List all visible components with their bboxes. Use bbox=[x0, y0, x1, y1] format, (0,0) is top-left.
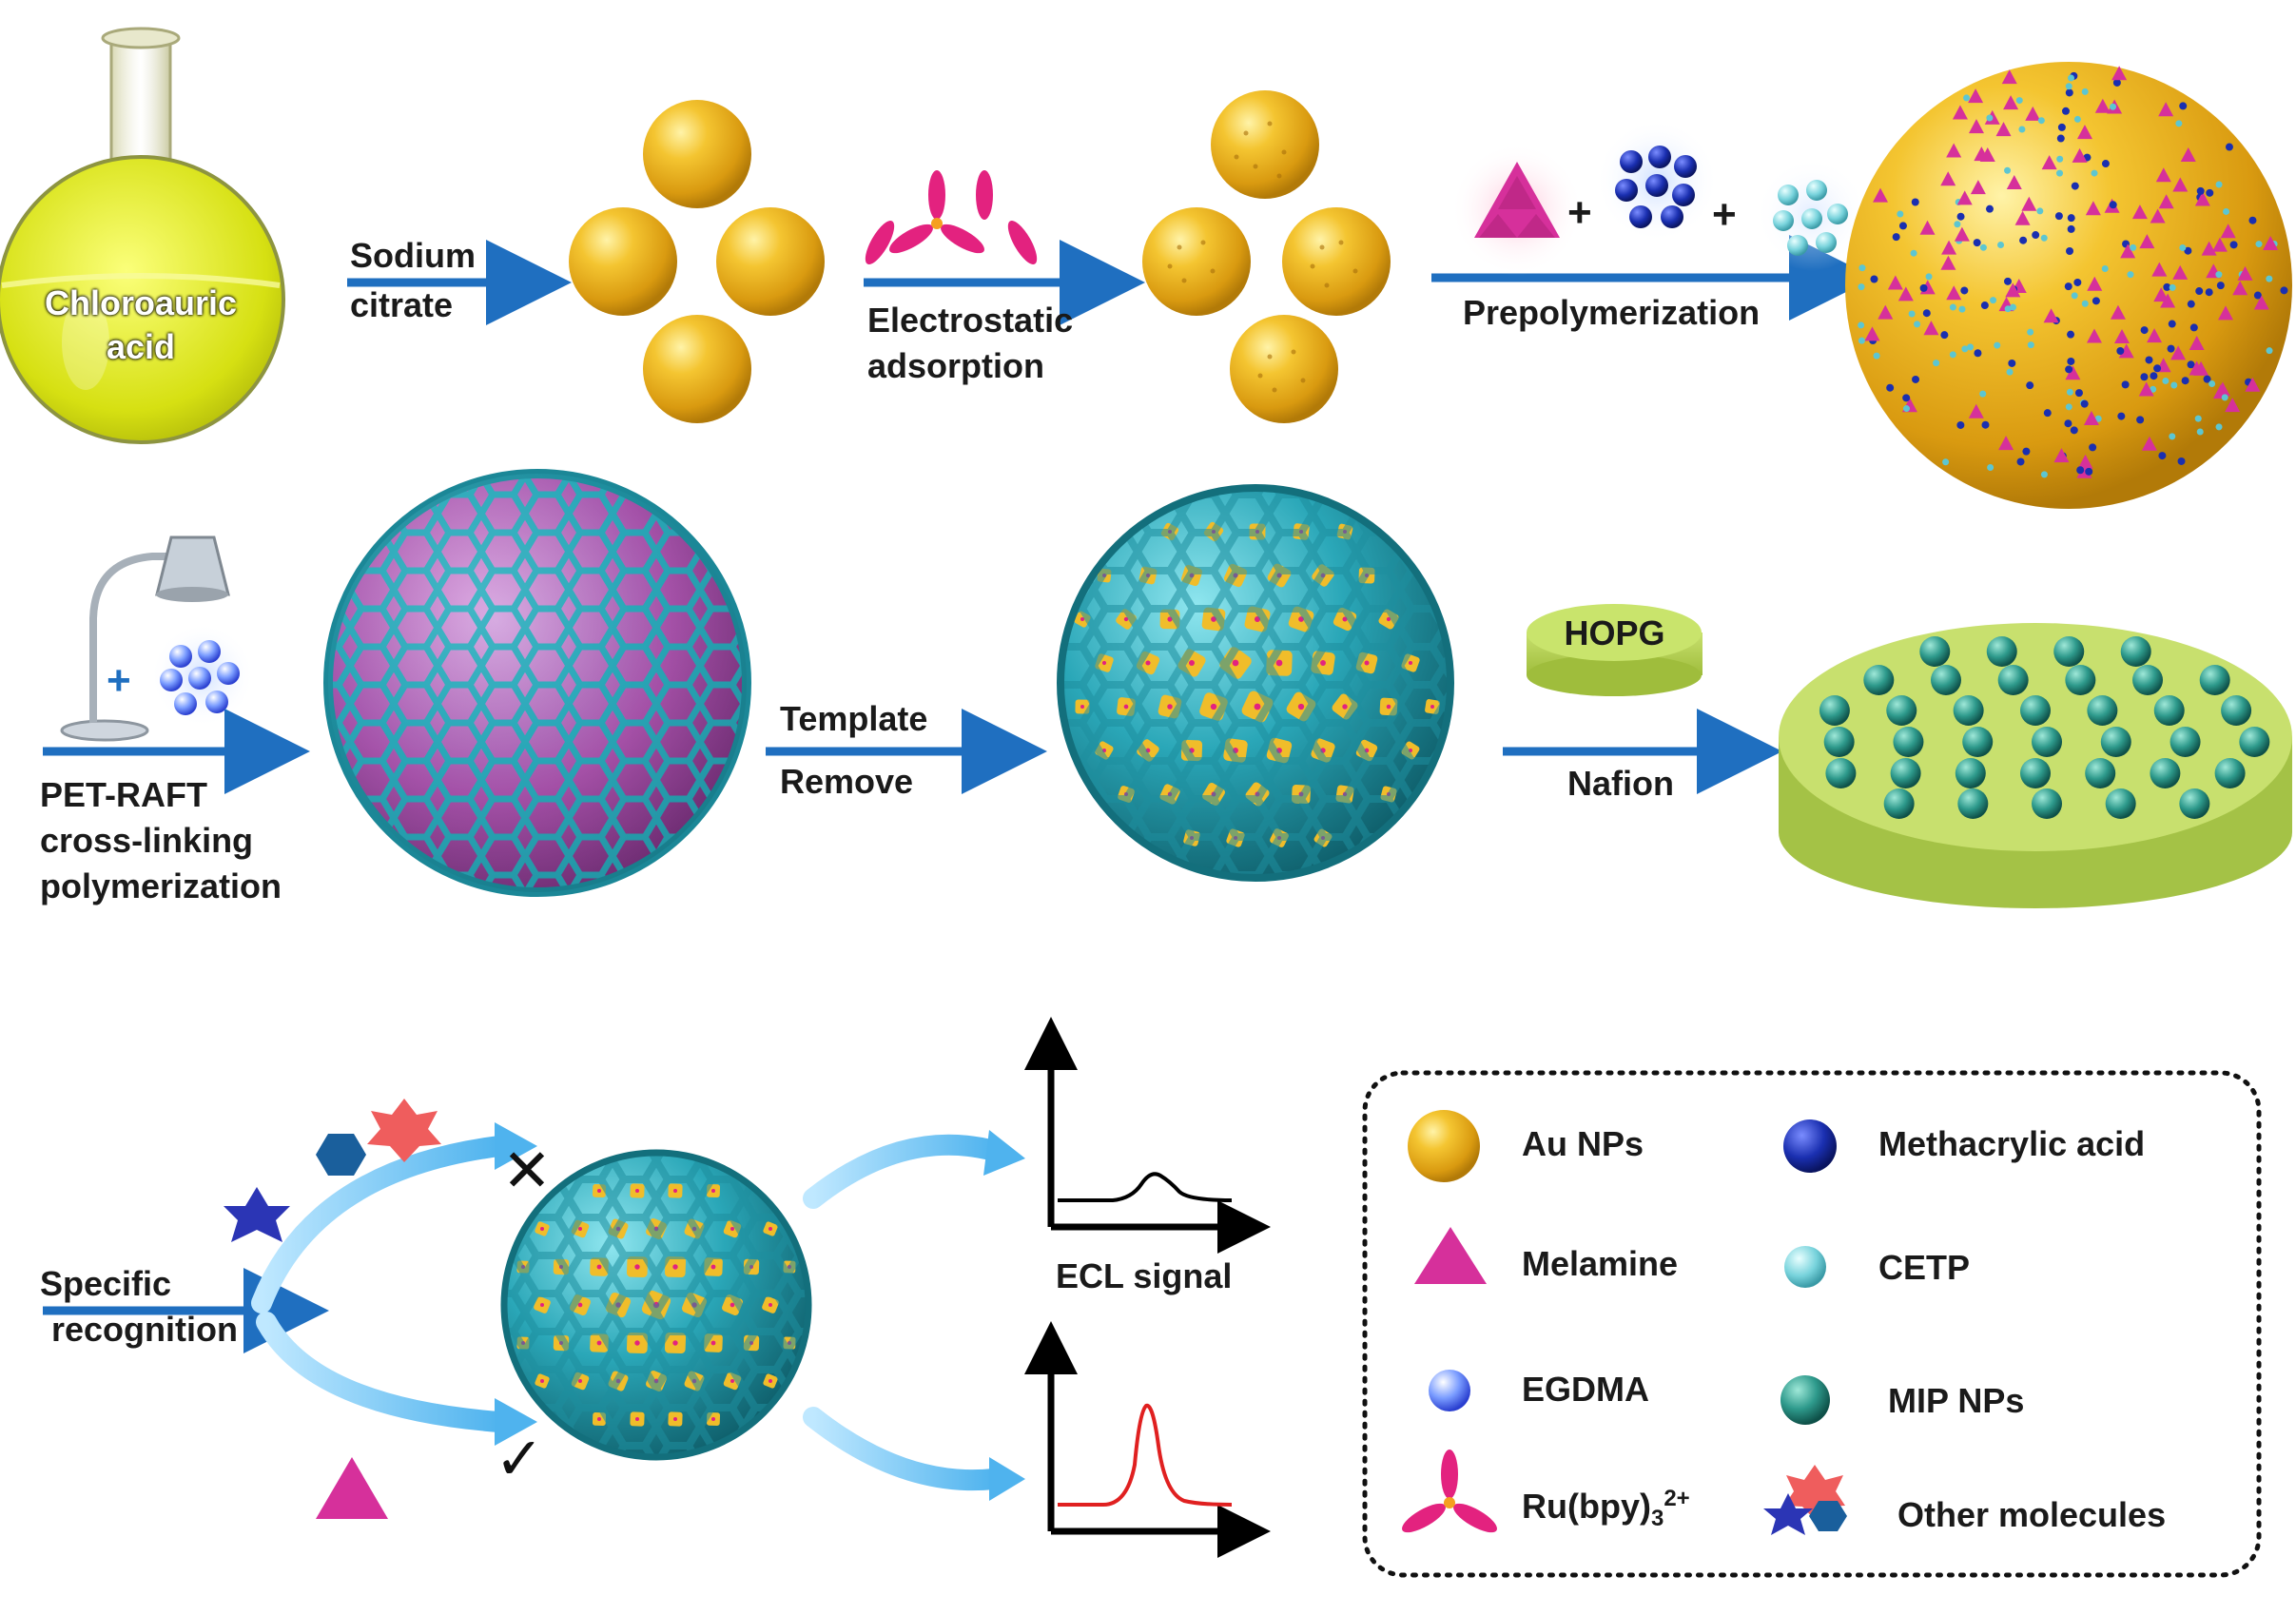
label-sodium-citrate: Sodium citrate bbox=[350, 236, 476, 324]
plus-sign-1: + bbox=[1567, 189, 1592, 236]
legend-cetp: CETP bbox=[1878, 1248, 1971, 1287]
ru-bpy-legend-icon bbox=[1402, 1450, 1497, 1533]
other-molecules-legend-icon bbox=[1763, 1465, 1847, 1535]
methacrylic-acid-legend-icon bbox=[1783, 1119, 1837, 1173]
melamine-halo-icon bbox=[1450, 143, 1584, 276]
interferent-hexagon-icon bbox=[316, 1134, 366, 1176]
ecl-plot-high bbox=[1024, 1321, 1271, 1558]
legend-mip-nps: MIP NPs bbox=[1888, 1381, 2025, 1420]
arrow-out-down bbox=[803, 1407, 1004, 1491]
check-mark: ✓ bbox=[495, 1424, 544, 1493]
flask-icon bbox=[0, 27, 285, 444]
arrow-out-up bbox=[803, 1134, 1004, 1209]
interferent-star-icon bbox=[224, 1187, 290, 1242]
au-nps-legend-icon bbox=[1408, 1110, 1480, 1182]
plus-sign-2: + bbox=[1712, 191, 1737, 238]
au-nps-cluster-plain bbox=[569, 100, 825, 423]
ecl-plot-low bbox=[1024, 1017, 1271, 1254]
mip-electrode bbox=[1779, 623, 2292, 908]
interferent-red-star-icon bbox=[367, 1099, 441, 1162]
prepolymerized-au-sphere bbox=[1845, 62, 2292, 509]
legend-au-nps: Au NPs bbox=[1522, 1124, 1644, 1163]
hopg-disk bbox=[1527, 604, 1703, 696]
egdma-cluster-icon bbox=[150, 623, 255, 728]
mip-sphere-template-removed bbox=[1057, 484, 1454, 882]
arrow-out-down-head bbox=[989, 1457, 1025, 1501]
legend-box bbox=[1362, 1070, 2262, 1578]
arrow-curve-up bbox=[251, 1136, 510, 1313]
egdma-legend-icon bbox=[1429, 1370, 1470, 1411]
arrow-curve-down-head bbox=[495, 1398, 537, 1446]
mip-nps-legend-icon bbox=[1780, 1375, 1830, 1425]
methacrylic-acid-halo-icon bbox=[1595, 119, 1719, 243]
label-hopg: HOPG bbox=[1564, 613, 1665, 652]
arrow-curve-down bbox=[256, 1312, 510, 1432]
cross-mark: ✕ bbox=[502, 1136, 552, 1205]
legend-melamine: Melamine bbox=[1522, 1244, 1679, 1283]
legend-egdma: EGDMA bbox=[1522, 1370, 1649, 1409]
arrow-curve-up-head bbox=[495, 1122, 537, 1170]
label-template-remove: Template Remove bbox=[780, 699, 928, 801]
label-ecl-signal: ECL signal bbox=[1056, 1256, 1233, 1295]
label-prepolymerization: Prepolymerization bbox=[1463, 293, 1761, 332]
label-pet-raft: PET-RAFT cross-linking polymerization bbox=[40, 775, 282, 905]
label-nafion: Nafion bbox=[1567, 764, 1674, 803]
mip-sphere-with-template bbox=[323, 469, 751, 897]
legend-ru-bpy: Ru(bpy)32+ bbox=[1522, 1486, 1690, 1532]
legend-other-molecules: Other molecules bbox=[1897, 1495, 2167, 1534]
arrow-out-up-head bbox=[983, 1130, 1025, 1176]
lamp-icon bbox=[60, 535, 230, 742]
melamine-legend-icon bbox=[1414, 1227, 1487, 1284]
label-electrostatic-adsorption: Electrostatic adsorption bbox=[867, 301, 1074, 385]
ru-bpy-molecules bbox=[865, 170, 1038, 264]
mip-sphere-recognition bbox=[500, 1149, 812, 1461]
cetp-legend-icon bbox=[1784, 1246, 1826, 1288]
plus-sign-3: + bbox=[107, 657, 131, 704]
au-nps-cluster-adsorbed bbox=[1142, 90, 1391, 423]
legend-methacrylic-acid: Methacrylic acid bbox=[1878, 1124, 2146, 1163]
melamine-target-icon bbox=[316, 1457, 388, 1519]
cetp-halo-icon bbox=[1755, 157, 1869, 271]
label-specific-recognition: Specific recognition bbox=[40, 1264, 238, 1349]
